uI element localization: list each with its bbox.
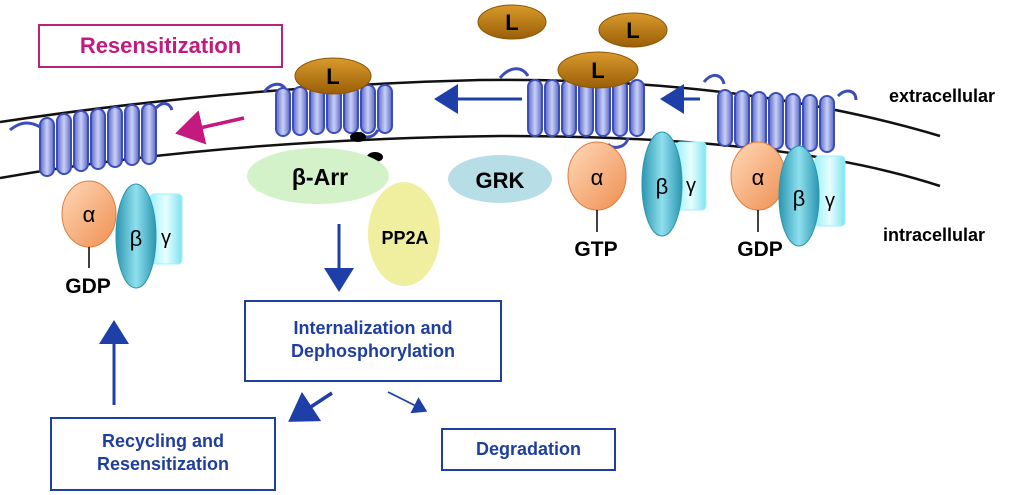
- resensitization-title: Resensitization: [38, 24, 283, 68]
- beta-label-left: β: [130, 226, 143, 251]
- beta-subunit-free: [641, 131, 683, 237]
- grk: [448, 155, 552, 203]
- ligand-free-1: L: [477, 4, 547, 40]
- beta-arrestin: [247, 148, 389, 204]
- internalization-box: Internalization and Dephosphorylation: [244, 300, 502, 382]
- ligand-label-bound-2: L: [326, 64, 339, 89]
- ligand-bound-3: L: [557, 51, 639, 89]
- arrow-receptor2-to-1: [175, 110, 245, 145]
- ligand-label-free-1: L: [505, 10, 518, 35]
- alpha-label-left: α: [83, 202, 96, 227]
- receptor-3: [498, 67, 645, 149]
- ligand-bound-2: L: [294, 57, 372, 95]
- beta-arrestin-label: β-Arr: [292, 164, 348, 190]
- receptor-1: [9, 102, 174, 177]
- gprotein-right: α GDP γ β: [730, 141, 846, 261]
- recycling-box: Recycling and Resensitization: [50, 417, 276, 491]
- pp2a: [368, 182, 440, 286]
- internalization-line-2: Dephosphorylation: [290, 341, 455, 361]
- recycling-line-1: Recycling and: [101, 431, 225, 451]
- ligand-label-bound-3: L: [591, 58, 604, 83]
- gprotein-gtp: α GTP γ β: [567, 131, 707, 261]
- receptor-4: [702, 74, 858, 153]
- grk-label: GRK: [476, 168, 525, 193]
- ligand-label-free-2: L: [626, 18, 639, 43]
- degradation-box: Degradation: [441, 428, 616, 471]
- internalization-line-1: Internalization and: [293, 318, 453, 338]
- arrow-to-degradation: [387, 391, 428, 414]
- beta-label-free: β: [656, 174, 669, 199]
- beta-subunit-right: [778, 145, 820, 247]
- gamma-label-right: γ: [825, 190, 835, 212]
- beta-subunit-left: [115, 183, 157, 289]
- beta-label-right: β: [793, 186, 806, 211]
- receptor-2: [262, 82, 393, 162]
- degradation-label: Degradation: [475, 439, 581, 459]
- gamma-label-left: γ: [161, 227, 171, 249]
- pp2a-label: PP2A: [381, 228, 428, 248]
- alpha-label-gtp: α: [591, 165, 604, 190]
- alpha-label-right: α: [752, 165, 765, 190]
- intracellular-label: intracellular: [883, 225, 985, 245]
- gamma-label-free: γ: [686, 175, 696, 197]
- recycling-line-2: Resensitization: [96, 454, 230, 474]
- extracellular-label: extracellular: [889, 86, 995, 106]
- gprotein-left: α γ β GDP: [61, 180, 183, 298]
- gdp-label-right: GDP: [737, 238, 783, 261]
- ligand-free-2: L: [598, 12, 668, 48]
- gtp-label: GTP: [574, 238, 617, 261]
- gdp-label-left: GDP: [65, 275, 111, 298]
- arrow-to-recycling: [288, 391, 333, 422]
